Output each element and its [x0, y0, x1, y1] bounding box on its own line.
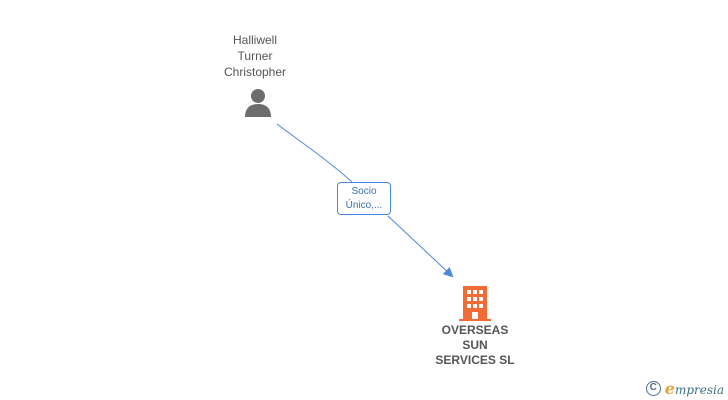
building-icon[interactable] [459, 285, 491, 321]
logo-wordmark: mpresia [674, 382, 724, 397]
edge-line-upper [276, 123, 353, 183]
company-name-line-2: SUN [462, 338, 488, 352]
copyright-icon: C [645, 380, 661, 396]
person-name-line-1: Halliwell [232, 33, 277, 47]
relationship-label-line-1: Socio [351, 186, 377, 197]
person-name[interactable]: Halliwell Turner Christopher [200, 32, 310, 80]
company-name-line-1: OVERSEAS [441, 323, 509, 337]
relationship-label-line-2: Único,... [345, 200, 383, 211]
company-name-line-3: SERVICES SL [435, 353, 515, 367]
empresia-logo: e mpresia [665, 379, 724, 398]
person-icon[interactable] [242, 88, 274, 118]
relationship-label[interactable]: Socio Único,... [337, 182, 391, 215]
company-name[interactable]: OVERSEAS SUN SERVICES SL [420, 323, 530, 368]
edge-line-lower [387, 215, 454, 278]
person-name-line-2: Turner [237, 49, 273, 63]
logo-initial: e [664, 378, 675, 398]
person-name-line-3: Christopher [223, 65, 287, 79]
empresia-branding[interactable]: C e mpresia [645, 379, 724, 398]
